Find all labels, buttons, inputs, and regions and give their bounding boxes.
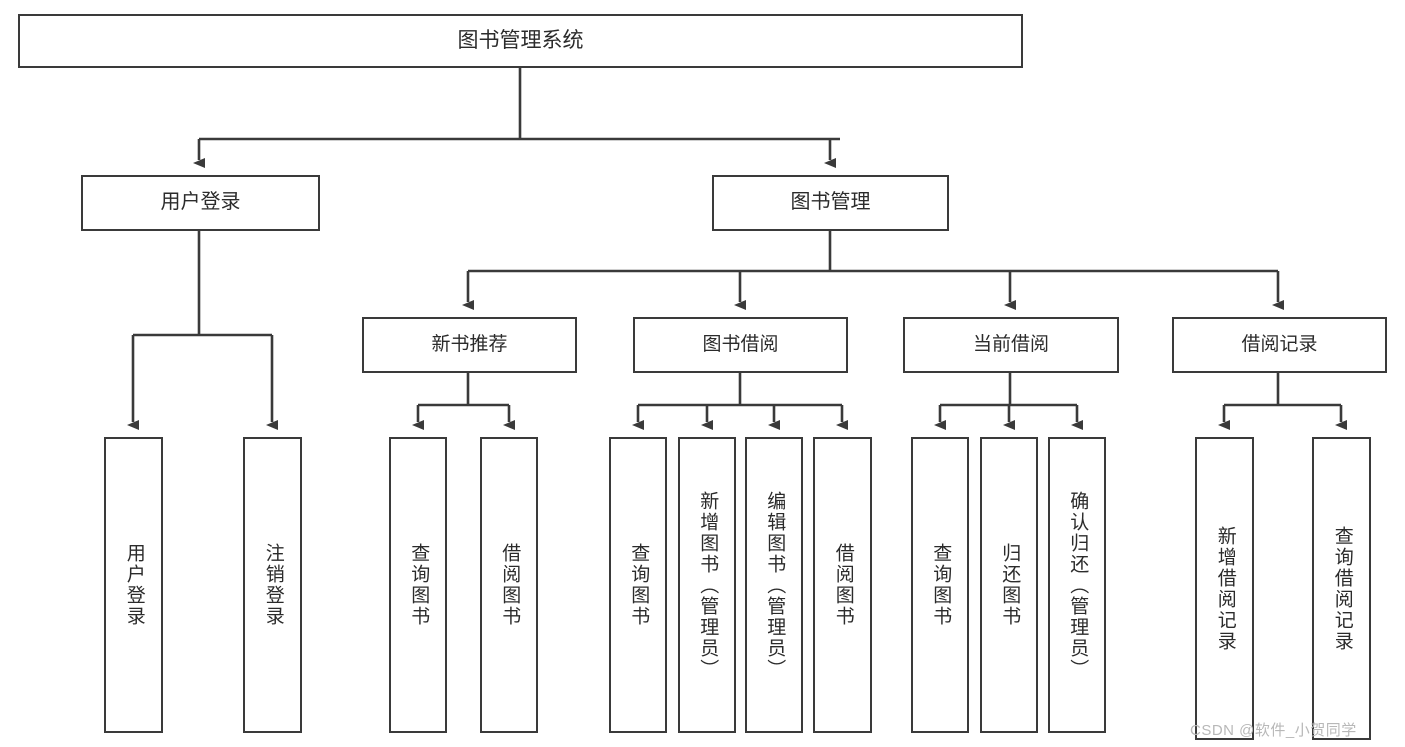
node-book-borrow-label: 图书借阅 xyxy=(702,333,779,355)
leaf-query-borrow-record-label: 查询借阅记录 xyxy=(1331,525,1353,652)
watermark: CSDN @软件_小贺同学 xyxy=(1190,722,1357,739)
leaf-add-borrow-record[interactable]: 新增借阅记录 xyxy=(1195,437,1254,740)
node-new-book-recommend-label: 新书推荐 xyxy=(431,333,508,355)
leaf-borrow-book-recommend[interactable]: 借阅图书 xyxy=(480,437,538,733)
leaf-borrow-book-recommend-label: 借阅图书 xyxy=(499,543,521,627)
leaf-edit-book-admin-label: 编辑图书（管理员） xyxy=(764,490,786,680)
node-root[interactable]: 图书管理系统 xyxy=(18,14,1023,68)
node-user-login[interactable]: 用户登录 xyxy=(81,175,320,231)
leaf-add-book-admin-label: 新增图书（管理员） xyxy=(697,490,719,680)
leaf-query-book-borrow-label: 查询图书 xyxy=(628,543,650,627)
leaf-edit-book-admin[interactable]: 编辑图书（管理员） xyxy=(745,437,803,733)
leaf-query-book-current-label: 查询图书 xyxy=(930,543,952,627)
leaf-user-login[interactable]: 用户登录 xyxy=(104,437,163,733)
node-borrow-record[interactable]: 借阅记录 xyxy=(1172,317,1387,373)
leaf-logout-label: 注销登录 xyxy=(262,543,284,627)
leaf-lend-book-label: 借阅图书 xyxy=(832,543,854,627)
node-root-label: 图书管理系统 xyxy=(457,28,584,52)
leaf-add-book-admin[interactable]: 新增图书（管理员） xyxy=(678,437,736,733)
leaf-query-borrow-record[interactable]: 查询借阅记录 xyxy=(1312,437,1371,740)
leaf-logout[interactable]: 注销登录 xyxy=(243,437,302,733)
node-book-management-label: 图书管理 xyxy=(790,191,871,214)
leaf-return-book-label: 归还图书 xyxy=(999,543,1021,627)
leaf-query-book-recommend-label: 查询图书 xyxy=(408,543,430,627)
node-book-borrow[interactable]: 图书借阅 xyxy=(633,317,848,373)
leaf-query-book-current[interactable]: 查询图书 xyxy=(911,437,969,733)
leaf-query-book-borrow[interactable]: 查询图书 xyxy=(609,437,667,733)
leaf-add-borrow-record-label: 新增借阅记录 xyxy=(1214,525,1236,652)
node-user-login-label: 用户登录 xyxy=(160,191,241,214)
node-current-borrow[interactable]: 当前借阅 xyxy=(903,317,1119,373)
leaf-confirm-return-admin[interactable]: 确认归还（管理员） xyxy=(1048,437,1106,733)
leaf-return-book[interactable]: 归还图书 xyxy=(980,437,1038,733)
node-new-book-recommend[interactable]: 新书推荐 xyxy=(362,317,577,373)
leaf-query-book-recommend[interactable]: 查询图书 xyxy=(389,437,447,733)
leaf-confirm-return-admin-label: 确认归还（管理员） xyxy=(1067,490,1089,680)
node-book-management[interactable]: 图书管理 xyxy=(712,175,949,231)
leaf-lend-book[interactable]: 借阅图书 xyxy=(813,437,872,733)
node-borrow-record-label: 借阅记录 xyxy=(1241,333,1318,355)
node-current-borrow-label: 当前借阅 xyxy=(972,333,1049,355)
leaf-user-login-label: 用户登录 xyxy=(123,543,145,627)
